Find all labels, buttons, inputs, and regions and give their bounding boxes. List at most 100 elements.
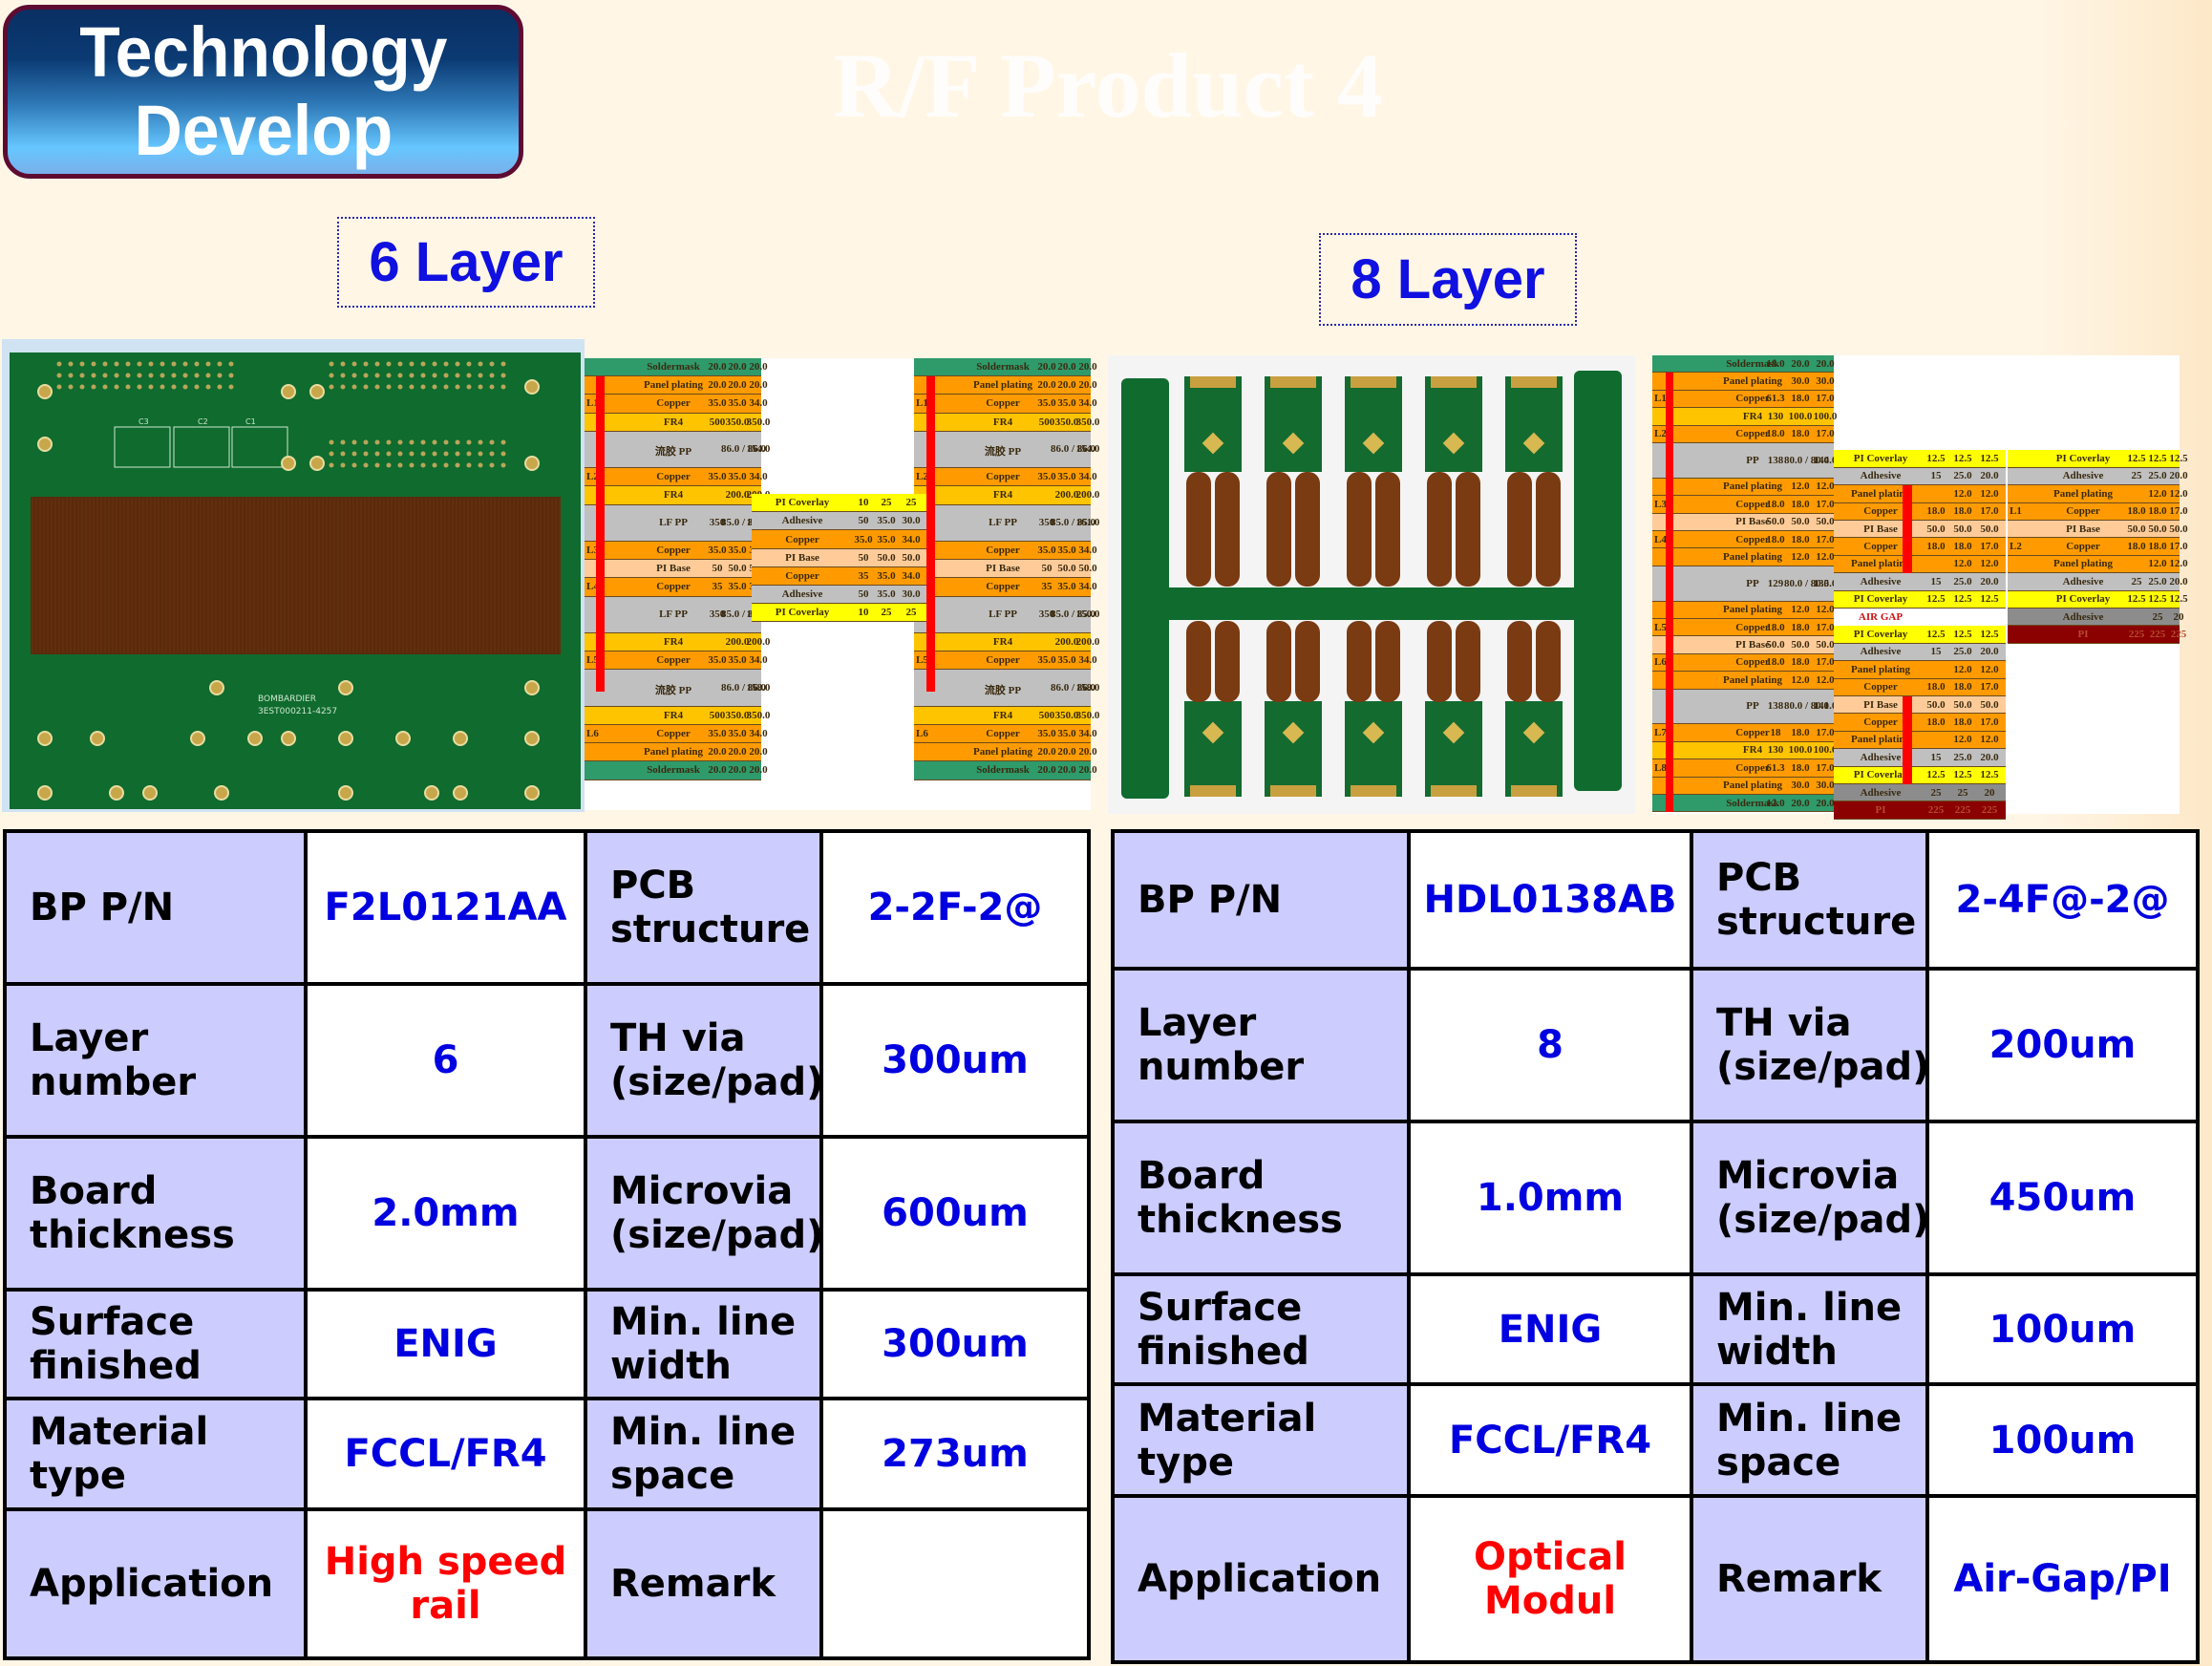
via-pad	[171, 373, 177, 378]
mounting-pad	[214, 785, 229, 801]
stackup-v2: 12.5	[1953, 453, 1972, 465]
stackup-v2: 18.0	[1791, 428, 1810, 440]
via-pad	[363, 439, 369, 445]
flex-tail	[1536, 621, 1561, 702]
mounting-pad	[90, 731, 105, 746]
stackup-material: Soldermask	[647, 361, 700, 374]
stackup-v2: 25.0	[1953, 575, 1972, 587]
stackup-material: FR4	[1742, 744, 1763, 757]
via-pad	[228, 384, 234, 390]
via-pad	[102, 373, 108, 378]
stackup-v2: 200.0	[1054, 636, 1079, 649]
stackup-material: Copper	[986, 545, 1020, 557]
via-pad	[91, 361, 96, 367]
badge-line-1: Technology	[78, 12, 448, 92]
mounting-pad	[281, 384, 296, 399]
via-pad	[114, 384, 119, 390]
via-pad	[329, 384, 334, 390]
stackup-v3: 30.0	[1816, 780, 1835, 792]
flex-tail	[1375, 472, 1400, 587]
stackup-v2: 35.0	[1057, 545, 1076, 557]
stackup-material: Copper	[785, 569, 819, 582]
stackup-v3: 20.0	[749, 764, 768, 777]
via-pad	[114, 361, 119, 367]
section-badge: Technology Develop	[3, 5, 523, 179]
spec-value: 1.0mm	[1411, 1123, 1690, 1272]
stackup-v1: 20.0	[708, 379, 727, 392]
stackup-material: PI Coverlay	[2055, 593, 2111, 606]
stackup-v2: 12.5	[1953, 593, 1972, 606]
rigid-module-top	[1345, 376, 1402, 472]
badge-line-2: Develop	[134, 91, 393, 170]
via-pad	[420, 373, 426, 378]
stackup-material: LF PP	[989, 517, 1017, 529]
stackup-layer: L6	[1654, 656, 1667, 669]
stackup-v3: 154.0	[746, 443, 771, 456]
spec-value: 273um	[823, 1400, 1087, 1507]
spec-label: Surface finished	[7, 1292, 304, 1397]
mounting-pad	[190, 731, 205, 746]
stackup-v1: 50.0	[1766, 516, 1785, 528]
spec-label: Material type	[7, 1400, 304, 1507]
via-pad	[351, 384, 357, 390]
stackup-material: PI Base	[1863, 523, 1898, 535]
spec-label: Layer number	[7, 986, 304, 1135]
via-pad	[114, 373, 119, 378]
via-pad	[340, 361, 346, 367]
via-pad	[432, 439, 437, 445]
stackup-material: Copper	[2066, 505, 2100, 518]
spec-value: ENIG	[308, 1292, 584, 1397]
via-pad	[466, 361, 472, 367]
stackup-v2: 18.0	[2148, 505, 2167, 518]
stackup-v3: 150.0	[1075, 609, 1100, 621]
stackup-v2: 35.0	[1057, 471, 1076, 483]
spec-value: 6	[308, 986, 584, 1135]
via-pad	[125, 373, 131, 378]
flex-tail	[1266, 472, 1291, 587]
stackup-v3: 154.0	[1075, 443, 1100, 456]
flex-tail	[1215, 472, 1240, 587]
stackup-v3: 12.0	[1980, 558, 1999, 570]
stackup-material: PI Base	[785, 551, 819, 564]
stackup-v2: 25.0	[1953, 646, 1972, 658]
stackup-v2: 35.0	[1057, 397, 1076, 410]
stackup-material: 流胶 PP	[654, 685, 692, 697]
via-pad	[500, 439, 506, 445]
stackup-v1: 18.0	[1766, 498, 1785, 510]
stackup-layer: L7	[1654, 727, 1667, 739]
stackup-layer: L2	[586, 471, 599, 483]
stackup-v2: 12.5	[1953, 629, 1972, 641]
stackup-v2: 12.5	[2148, 593, 2167, 606]
stackup-layer: L1	[1654, 393, 1667, 405]
stackup-material: Soldermask	[647, 764, 700, 777]
spec-label: Min. line width	[587, 1292, 819, 1397]
stackup-layer: L8	[1654, 761, 1667, 774]
stackup-layer: L1	[586, 397, 599, 410]
stackup-material: Adhesive	[1860, 646, 1902, 658]
flex-tail	[1295, 472, 1320, 587]
stackup-v2: 12.0	[1953, 734, 1972, 746]
via-pad	[329, 361, 334, 367]
stackup-v2: 20.0	[728, 764, 747, 777]
stackup-v1: 350	[1038, 517, 1055, 529]
spec-label: Min. line space	[587, 1400, 819, 1507]
stackup-material: Soldermask	[1726, 357, 1779, 370]
stackup-material: Soldermask	[1726, 797, 1779, 809]
stackup-v1: 15	[1930, 575, 1942, 587]
via-pad	[500, 361, 506, 367]
